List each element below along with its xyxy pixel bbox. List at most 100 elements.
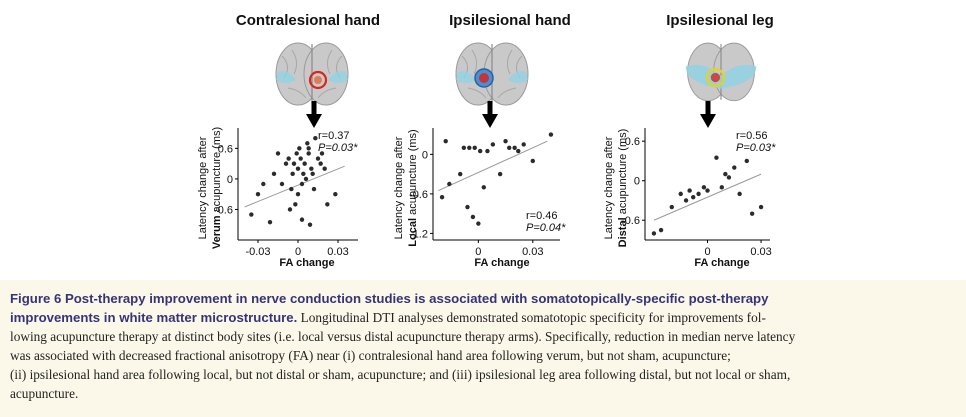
data-point bbox=[497, 171, 503, 177]
data-point bbox=[271, 171, 277, 177]
brain-image bbox=[685, 42, 757, 102]
y-tick-label: -1.2 bbox=[409, 228, 428, 240]
y-tick-label: 0 bbox=[422, 149, 428, 161]
data-point bbox=[294, 151, 299, 156]
data-point bbox=[658, 227, 664, 233]
data-point bbox=[530, 158, 535, 164]
data-point bbox=[723, 171, 728, 177]
data-point bbox=[301, 171, 306, 177]
trend-line bbox=[653, 173, 762, 221]
trend-line bbox=[244, 165, 345, 208]
data-point bbox=[701, 185, 707, 190]
data-point bbox=[472, 145, 477, 150]
y-tick-label: 0 bbox=[227, 174, 233, 186]
data-point bbox=[548, 132, 554, 137]
brain-image bbox=[275, 42, 349, 106]
data-point bbox=[291, 161, 297, 166]
data-point bbox=[476, 221, 481, 226]
data-point bbox=[503, 138, 508, 144]
x-tick-label: 0 bbox=[295, 246, 301, 258]
data-point bbox=[516, 148, 521, 154]
data-point bbox=[521, 142, 526, 147]
x-tick-label: 0 bbox=[475, 246, 481, 258]
y-axis-label-line1: Latency change after bbox=[393, 136, 405, 239]
data-point bbox=[732, 165, 737, 170]
data-point bbox=[465, 204, 470, 210]
data-point bbox=[447, 181, 452, 187]
x-tick-label: 0.03 bbox=[327, 246, 348, 258]
brain-image bbox=[455, 42, 529, 106]
y-tick-label: 0.6 bbox=[625, 136, 640, 148]
data-point bbox=[719, 185, 724, 190]
data-point bbox=[333, 191, 338, 197]
data-point bbox=[687, 188, 692, 193]
arrow-icon bbox=[700, 101, 716, 128]
data-point bbox=[325, 202, 330, 207]
stat-p: P=0.03* bbox=[318, 142, 358, 154]
y-tick-label: -0.6 bbox=[214, 204, 233, 216]
y-tick-label: -0.6 bbox=[409, 189, 428, 201]
data-point bbox=[678, 191, 683, 197]
data-point bbox=[309, 166, 314, 171]
data-point bbox=[744, 158, 749, 164]
caption-text: was associated with decreased fractional… bbox=[10, 348, 731, 363]
data-point bbox=[306, 151, 311, 156]
panel-title: Ipsilesional hand bbox=[449, 12, 571, 29]
data-point bbox=[310, 171, 315, 177]
data-point bbox=[477, 148, 483, 154]
data-point bbox=[485, 148, 490, 154]
x-tick-label: 0.03 bbox=[750, 246, 771, 258]
x-axis-label: FA change bbox=[474, 257, 529, 269]
data-point bbox=[297, 146, 302, 151]
data-point bbox=[669, 204, 674, 210]
y-tick-label: -0.6 bbox=[621, 215, 640, 227]
data-point bbox=[737, 191, 742, 197]
data-point bbox=[289, 186, 294, 192]
stat-r: r=0.37 bbox=[318, 130, 350, 142]
data-point bbox=[714, 155, 719, 160]
data-point bbox=[507, 145, 512, 150]
x-axis-label: FA change bbox=[279, 257, 334, 269]
y-axis-label-line1: Latency change after bbox=[197, 136, 209, 239]
x-tick-label: 0.03 bbox=[522, 246, 543, 258]
data-point bbox=[443, 138, 448, 144]
data-point bbox=[302, 161, 307, 166]
y-axis-label-line2: Local acupuncture (ms) bbox=[407, 129, 419, 246]
data-point bbox=[470, 214, 476, 220]
figure-caption: Figure 6 Post-therapy improvement in ner… bbox=[10, 289, 956, 403]
stat-p: P=0.04* bbox=[526, 222, 566, 234]
data-point bbox=[481, 185, 486, 190]
data-point bbox=[322, 166, 327, 171]
data-point bbox=[249, 212, 254, 217]
data-point bbox=[295, 191, 301, 197]
data-point bbox=[696, 191, 701, 197]
data-point bbox=[287, 207, 293, 212]
data-point bbox=[283, 161, 289, 166]
stat-r: r=0.46 bbox=[526, 210, 558, 222]
data-point bbox=[313, 135, 318, 141]
data-point bbox=[275, 151, 281, 156]
data-point bbox=[461, 145, 467, 150]
caption-text: (ii) ipsilesional hand area following lo… bbox=[10, 367, 791, 382]
y-tick-label: 0 bbox=[634, 176, 640, 188]
caption-text: acupuncture. bbox=[10, 386, 79, 401]
data-point bbox=[290, 171, 295, 177]
data-point bbox=[490, 142, 496, 147]
y-axis-label-line1: Latency change after bbox=[603, 136, 615, 239]
data-point bbox=[303, 176, 309, 182]
data-point bbox=[683, 198, 689, 203]
x-axis-label: FA change bbox=[694, 257, 749, 269]
data-point bbox=[758, 204, 764, 210]
data-point bbox=[319, 151, 325, 156]
data-point bbox=[315, 156, 321, 161]
panel-ipsilesional-hand: Ipsilesional hand 0 -0.6 -1.2 0 0.03 Latency… bbox=[390, 0, 630, 280]
data-point bbox=[749, 211, 755, 216]
arrow-icon bbox=[482, 101, 498, 128]
y-axis-label-line2: Verum acupuncture (ms) bbox=[211, 127, 223, 249]
data-point bbox=[286, 156, 291, 161]
